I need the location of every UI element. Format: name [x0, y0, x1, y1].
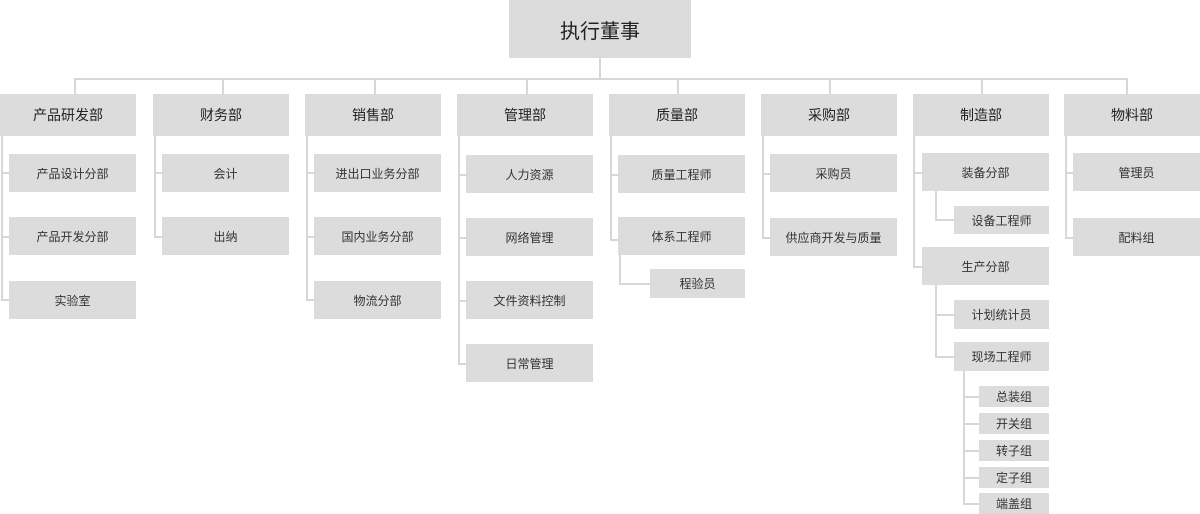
sub-system-engineer: 体系工程师 [618, 217, 745, 255]
sub-product-design: 产品设计分部 [9, 154, 136, 192]
connector [963, 396, 979, 398]
root-node: 执行董事 [509, 0, 691, 58]
team-switch: 开关组 [979, 413, 1049, 434]
sub-quality-engineer: 质量工程师 [618, 155, 745, 193]
connector [1, 236, 10, 238]
connector [963, 450, 979, 452]
connector [458, 300, 467, 302]
connector [610, 239, 619, 241]
sub-documents: 文件资料控制 [466, 281, 593, 319]
connector [154, 236, 163, 238]
connector [458, 136, 460, 364]
sub-site-engineer: 现场工程师 [954, 342, 1049, 371]
connector [1065, 136, 1067, 238]
connector [935, 314, 954, 316]
connector [306, 236, 315, 238]
connector [981, 78, 983, 94]
connector [1065, 172, 1074, 174]
dept-management: 管理部 [457, 94, 593, 136]
connector [935, 356, 954, 358]
sub-supplier-dev: 供应商开发与质量 [770, 218, 897, 256]
connector [306, 136, 308, 300]
dept-finance: 财务部 [153, 94, 289, 136]
dept-materials: 物料部 [1064, 94, 1200, 136]
connector [610, 174, 619, 176]
connector [935, 219, 954, 221]
connector [526, 78, 528, 94]
team-stator: 定子组 [979, 467, 1049, 488]
sub-batching: 配料组 [1073, 218, 1200, 256]
connector [458, 363, 467, 365]
connector [74, 78, 1128, 80]
sub-product-dev: 产品开发分部 [9, 217, 136, 255]
team-assembly: 总装组 [979, 386, 1049, 407]
connector [913, 136, 915, 267]
dept-manufacturing: 制造部 [913, 94, 1049, 136]
connector [963, 503, 979, 505]
connector [677, 78, 679, 94]
connector [1126, 78, 1128, 94]
connector [963, 370, 965, 504]
sub-equipment-engineer: 设备工程师 [954, 206, 1049, 234]
connector [222, 78, 224, 94]
connector [762, 237, 771, 239]
connector [829, 78, 831, 94]
connector [762, 136, 764, 238]
team-rotor: 转子组 [979, 440, 1049, 461]
sub-import-export: 进出口业务分部 [314, 154, 441, 192]
sub-buyer: 采购员 [770, 154, 897, 192]
connector [458, 174, 467, 176]
connector [619, 253, 621, 284]
connector [762, 173, 771, 175]
connector [963, 423, 979, 425]
sub-equipment: 装备分部 [922, 153, 1049, 191]
connector [154, 136, 156, 238]
sub-hr: 人力资源 [466, 155, 593, 193]
connector [1, 136, 3, 300]
sub-production: 生产分部 [922, 247, 1049, 285]
sub-planner: 计划统计员 [954, 300, 1049, 329]
sub-domestic: 国内业务分部 [314, 217, 441, 255]
dept-purchasing: 采购部 [761, 94, 897, 136]
connector [610, 136, 612, 240]
connector [306, 172, 315, 174]
connector [306, 299, 315, 301]
connector [913, 172, 923, 174]
connector [1, 172, 10, 174]
sub-accounting: 会计 [162, 154, 289, 192]
connector [374, 78, 376, 94]
connector [154, 172, 163, 174]
dept-quality: 质量部 [609, 94, 745, 136]
connector [1, 299, 10, 301]
connector [619, 283, 650, 285]
sub-network: 网络管理 [466, 218, 593, 256]
connector [913, 266, 923, 268]
connector [935, 285, 937, 357]
sub-inspector: 程验员 [650, 269, 745, 298]
connector [1065, 237, 1074, 239]
sub-cashier: 出纳 [162, 217, 289, 255]
sub-lab: 实验室 [9, 281, 136, 319]
connector [599, 58, 601, 79]
sub-daily: 日常管理 [466, 344, 593, 382]
connector [963, 477, 979, 479]
dept-sales: 销售部 [305, 94, 441, 136]
sub-admin: 管理员 [1073, 153, 1200, 191]
connector [935, 190, 937, 220]
connector [458, 237, 467, 239]
dept-product-rd: 产品研发部 [0, 94, 136, 136]
team-end-cover: 端盖组 [979, 493, 1049, 514]
sub-logistics: 物流分部 [314, 281, 441, 319]
connector [74, 78, 76, 94]
